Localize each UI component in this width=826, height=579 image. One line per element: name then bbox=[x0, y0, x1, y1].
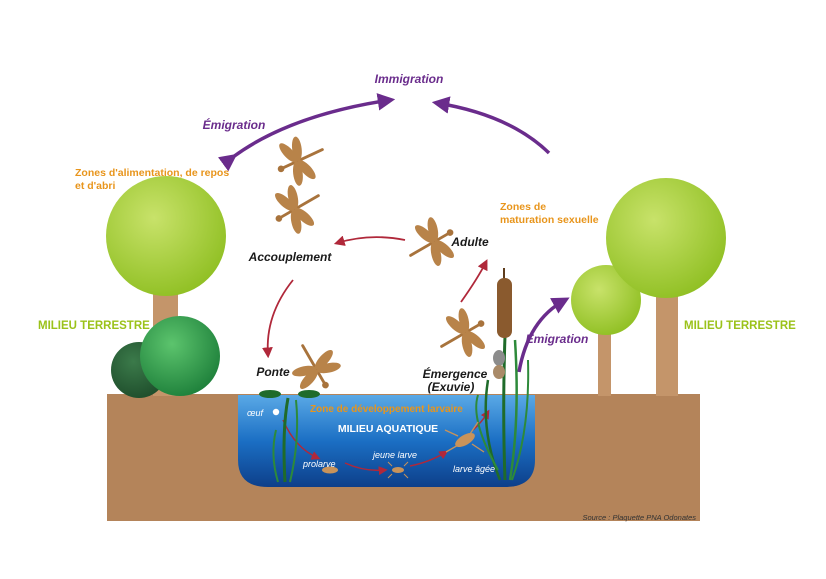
dragonfly-icon bbox=[279, 331, 350, 402]
right-tree-canopy bbox=[606, 178, 726, 298]
dragonfly-icon bbox=[427, 299, 498, 370]
larve-agee-label: larve âgée bbox=[453, 464, 495, 474]
adulte-label: Adulte bbox=[450, 235, 489, 249]
larva-icon bbox=[444, 421, 485, 453]
larva-icon bbox=[322, 466, 338, 474]
cycle-arrow-adulte-accouplement bbox=[333, 235, 406, 246]
zones-maturation-label-line2: maturation sexuelle bbox=[500, 214, 599, 226]
zones-maturation-label-line1: Zones de bbox=[500, 201, 546, 213]
left-tree-canopy bbox=[106, 176, 226, 296]
zones-alimentation-label-line1: Zones d'alimentation, de repos bbox=[75, 167, 229, 179]
milieu-aquatique-label: MILIEU AQUATIQUE bbox=[338, 423, 438, 435]
milieu-terrestre-left-label: MILIEU TERRESTRE bbox=[38, 320, 150, 332]
accouplement-label: Accouplement bbox=[248, 250, 333, 264]
immigration-label: Immigration bbox=[375, 72, 444, 86]
prolarve-label: prolarve bbox=[302, 459, 336, 469]
pond-plant-left bbox=[259, 390, 320, 483]
oeuf-label: œuf bbox=[247, 408, 265, 418]
right-small-tree-trunk bbox=[598, 320, 611, 396]
pond-water bbox=[238, 395, 535, 487]
zones-alimentation-label-line2: et d'abri bbox=[75, 180, 116, 192]
emigration-immigration-arrow-left bbox=[217, 93, 396, 172]
emergence-label-line1: Émergence bbox=[423, 366, 488, 381]
emigration-left-label: Émigration bbox=[203, 117, 266, 132]
dragonfly-icon bbox=[266, 125, 335, 194]
cycle-arrow-accouplement-ponte bbox=[262, 279, 294, 359]
emergence-label-line2: (Exuvie) bbox=[428, 380, 475, 394]
zone-developpement-label: Zone de développement larvaire bbox=[310, 404, 463, 415]
emigration-arrow-right bbox=[517, 297, 570, 373]
milieu-terrestre-right-label: MILIEU TERRESTRE bbox=[684, 320, 796, 332]
source-credit: Source : Plaquette PNA Odonates bbox=[582, 513, 696, 522]
right-small-tree-canopy bbox=[571, 265, 641, 335]
larva-icon bbox=[387, 461, 409, 479]
immigration-arrow-right bbox=[431, 96, 551, 155]
right-tree-trunk bbox=[656, 280, 678, 396]
ponte-label: Ponte bbox=[256, 365, 290, 379]
cycle-arrow-prolarve-jeune-larve bbox=[344, 462, 388, 476]
cycle-arrow-emergence-adulte bbox=[460, 259, 488, 303]
cattail-icon bbox=[475, 268, 530, 481]
jeune-larve-label: jeune larve bbox=[372, 450, 417, 460]
emigration-right-label: Émigration bbox=[526, 331, 589, 346]
cycle-arrow-jeune-larve-larve-agee bbox=[409, 450, 449, 467]
left-bush bbox=[140, 316, 220, 396]
egg-icon bbox=[272, 408, 280, 416]
